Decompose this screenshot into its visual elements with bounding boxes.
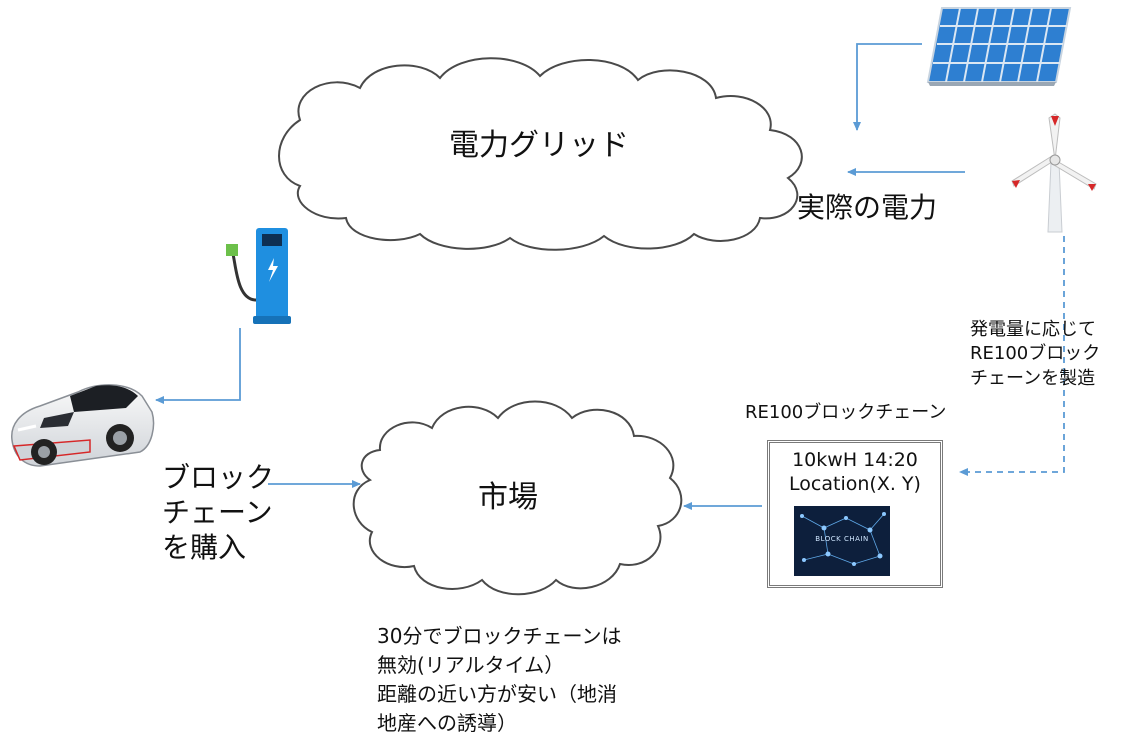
grid-label: 電力グリッド (449, 128, 629, 163)
ev-charger-icon (226, 228, 291, 324)
bottom-note-line: 30分でブロックチェーンは (377, 624, 622, 648)
actual-power-label: 実際の電力 (797, 191, 938, 224)
grid-cloud-icon (278, 57, 803, 251)
purchase-label-line: ブロック (162, 461, 275, 494)
blockchain-card-line1: 10kwH 14:20 (792, 449, 918, 471)
market-cloud-icon (352, 400, 683, 596)
bottom-note-line: 距離の近い方が安い（地消 (377, 682, 617, 706)
generation-note-line: 発電量に応じて (970, 319, 1096, 340)
generation-note-line: チェーンを製造 (970, 367, 1096, 389)
solar-panel-icon (926, 7, 1072, 86)
bottom-notes: 30分でブロックチェーンは 無効(リアルタイム） 距離の近い方が安い（地消 地産… (377, 622, 621, 738)
blockchain-card: 10kwH 14:20 Location(X. Y) BLOCK CHAIN (767, 440, 943, 588)
blockchain-title: RE100ブロックチェーン (745, 402, 947, 423)
solar-to-grid-arrow (853, 43, 922, 131)
market-label: 市場 (478, 480, 538, 515)
bottom-note-line: 地産への誘導） (377, 711, 517, 735)
turbine-to-blockchain-arrow (959, 236, 1065, 476)
blockchain-card-line2: Location(X. Y) (789, 472, 921, 495)
blockchain-network-image: BLOCK CHAIN (794, 506, 890, 576)
electric-car-icon (11, 384, 155, 467)
purchase-label: ブロック チェーン を購入 (162, 460, 274, 565)
purchase-label-line: を購入 (162, 531, 247, 564)
purchase-label-line: チェーン (162, 496, 273, 529)
charger-to-car-arrow (155, 328, 241, 404)
bottom-note-line: 無効(リアルタイム） (377, 653, 565, 677)
wind-turbine-icon (1011, 113, 1097, 233)
blockchain-image-text: BLOCK CHAIN (815, 535, 869, 543)
generation-note-line: RE100ブロック (970, 343, 1101, 365)
generation-note: 発電量に応じて RE100ブロック チェーンを製造 (970, 318, 1100, 391)
